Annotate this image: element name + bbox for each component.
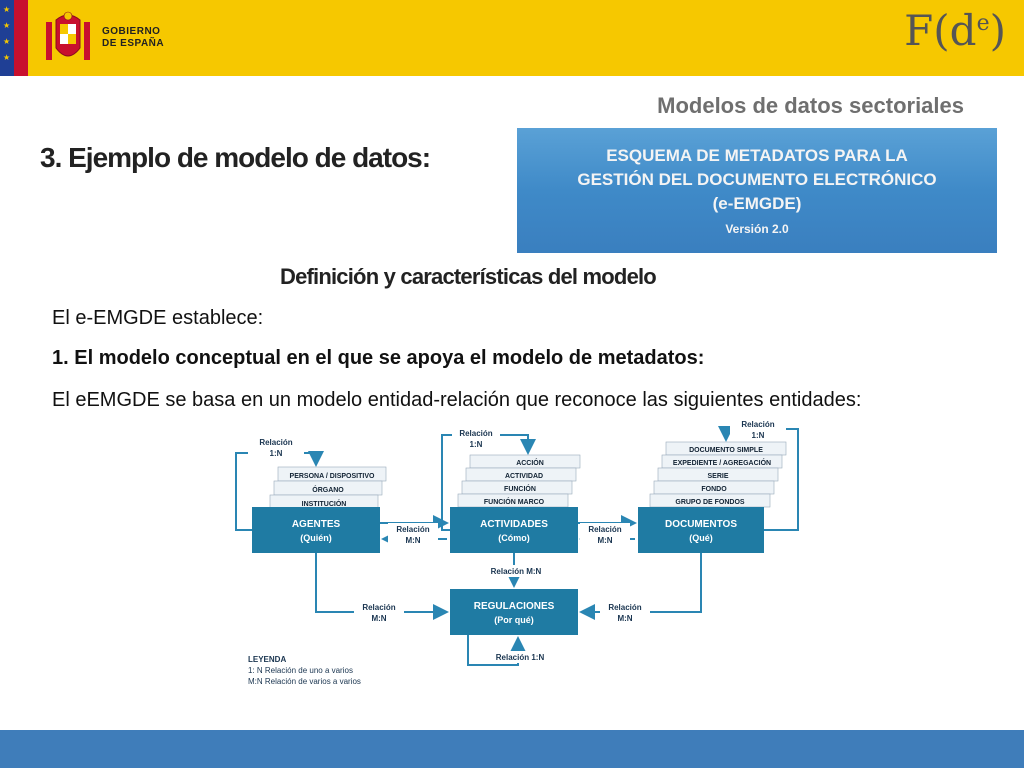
agentes-item-3: INSTITUCIÓN — [302, 499, 347, 508]
agentes-item-1: PERSONA / DISPOSITIVO — [290, 473, 375, 480]
paragraph-intro: El e-EMGDE establece: — [52, 307, 264, 329]
fde-logo-main: F(d — [904, 6, 977, 55]
agentes-sub: (Quién) — [300, 533, 332, 543]
actividades-item-1: ACCIÓN — [516, 458, 544, 467]
footer-band — [0, 730, 1024, 768]
banner-line-1: ESQUEMA DE METADATOS PARA LA — [606, 146, 908, 165]
actividades-item-4: FUNCIÓN MARCO — [484, 497, 545, 506]
rel-documentos-card: 1:N — [752, 431, 765, 440]
government-label: GOBIERNO DE ESPAÑA — [102, 26, 164, 50]
documentos-item-4: FONDO — [701, 486, 727, 493]
gov-line-1: GOBIERNO — [102, 26, 161, 37]
agentes-subentities: PERSONA / DISPOSITIVO ÓRGANO INSTITUCIÓN — [269, 466, 387, 510]
agentes-title: AGENTES — [292, 519, 341, 530]
paragraph-point-1: 1. El modelo conceptual en el que se apo… — [52, 347, 705, 369]
banner-line-2: GESTIÓN DEL DOCUMENTO ELECTRÓNICO — [577, 170, 937, 189]
eu-flag-strip: ★ ★ ★ ★ — [0, 0, 28, 76]
rel-actividades-label: Relación — [459, 429, 492, 438]
rel-documentos-label: Relación — [741, 420, 774, 429]
regulaciones-box: REGULACIONES (Por qué) — [450, 589, 578, 635]
regulaciones-title: REGULACIONES — [474, 601, 555, 612]
actividades-item-2: ACTIVIDAD — [505, 473, 543, 480]
banner-line-3: (e-EMGDE) — [712, 194, 802, 213]
documentos-item-1: DOCUMENTO SIMPLE — [689, 447, 763, 454]
rel-agentes-card: 1:N — [270, 449, 283, 458]
slide-subtitle: Modelos de datos sectoriales — [657, 93, 964, 118]
fde-logo: F(de) — [904, 6, 1006, 55]
rel-ag-act-label: Relación — [396, 525, 429, 534]
fde-logo-sup: e — [976, 11, 990, 36]
agentes-item-2: ÓRGANO — [312, 485, 344, 494]
documentos-subentities: DOCUMENTO SIMPLE EXPEDIENTE / AGREGACIÓN… — [649, 441, 787, 508]
legend-item-1: 1: N Relación de uno a varios — [248, 666, 353, 675]
actividades-box: ACTIVIDADES (Cómo) — [450, 507, 578, 553]
header-band: ★ ★ ★ ★ GOBIERNO DE ESPAÑA F(de) — [0, 0, 1024, 76]
rel-agentes-label: Relación — [259, 438, 292, 447]
gov-line-2: DE ESPAÑA — [102, 38, 165, 49]
documentos-item-5: GRUPO DE FONDOS — [675, 499, 745, 506]
rel-actividades-card: 1:N — [470, 440, 483, 449]
documentos-item-3: SERIE — [707, 473, 728, 480]
rel-doc-reg-label: Relación — [608, 603, 641, 612]
rel-act-doc-label: Relación — [588, 525, 621, 534]
legend-title: LEYENDA — [248, 655, 286, 664]
regulaciones-sub: (Por qué) — [494, 615, 534, 625]
rel-reg-self: Relación 1:N — [496, 653, 545, 662]
documentos-title: DOCUMENTOS — [665, 519, 737, 530]
rel-ag-reg-card: M:N — [371, 614, 386, 623]
emgde-banner-image: ESQUEMA DE METADATOS PARA LA GESTIÓN DEL… — [517, 128, 997, 253]
entity-relationship-diagram: PERSONA / DISPOSITIVO ÓRGANO INSTITUCIÓN… — [235, 419, 799, 686]
actividades-title: ACTIVIDADES — [480, 519, 548, 530]
actividades-subentities: ACCIÓN ACTIVIDAD FUNCIÓN FUNCIÓN MARCO — [457, 454, 581, 508]
coat-of-arms-icon — [46, 11, 90, 60]
legend-item-2: M:N Relación de varios a varios — [248, 677, 361, 686]
agentes-box: AGENTES (Quién) — [252, 507, 380, 553]
banner-version: Versión 2.0 — [725, 222, 789, 236]
slide-title: 3. Ejemplo de modelo de datos: — [40, 142, 431, 173]
rel-ag-reg-label: Relación — [362, 603, 395, 612]
rel-doc-reg-card: M:N — [617, 614, 632, 623]
section-title: Definición y características del modelo — [280, 264, 657, 289]
actividades-sub: (Cómo) — [498, 533, 530, 543]
documentos-sub: (Qué) — [689, 533, 713, 543]
relation-labels: Relación 1:N Relación 1:N Relación 1:N R… — [248, 419, 786, 663]
rel-act-doc-card: M:N — [597, 536, 612, 545]
rel-ag-act-card: M:N — [405, 536, 420, 545]
paragraph-description: El eEMGDE se basa en un modelo entidad-r… — [52, 389, 862, 411]
documentos-item-2: EXPEDIENTE / AGREGACIÓN — [673, 458, 771, 467]
fde-logo-close: ) — [989, 6, 1006, 55]
diagram-legend: LEYENDA 1: N Relación de uno a varios M:… — [248, 655, 361, 686]
documentos-box: DOCUMENTOS (Qué) — [638, 507, 764, 553]
actividades-item-3: FUNCIÓN — [504, 484, 536, 493]
rel-act-reg: Relación M:N — [491, 567, 542, 576]
